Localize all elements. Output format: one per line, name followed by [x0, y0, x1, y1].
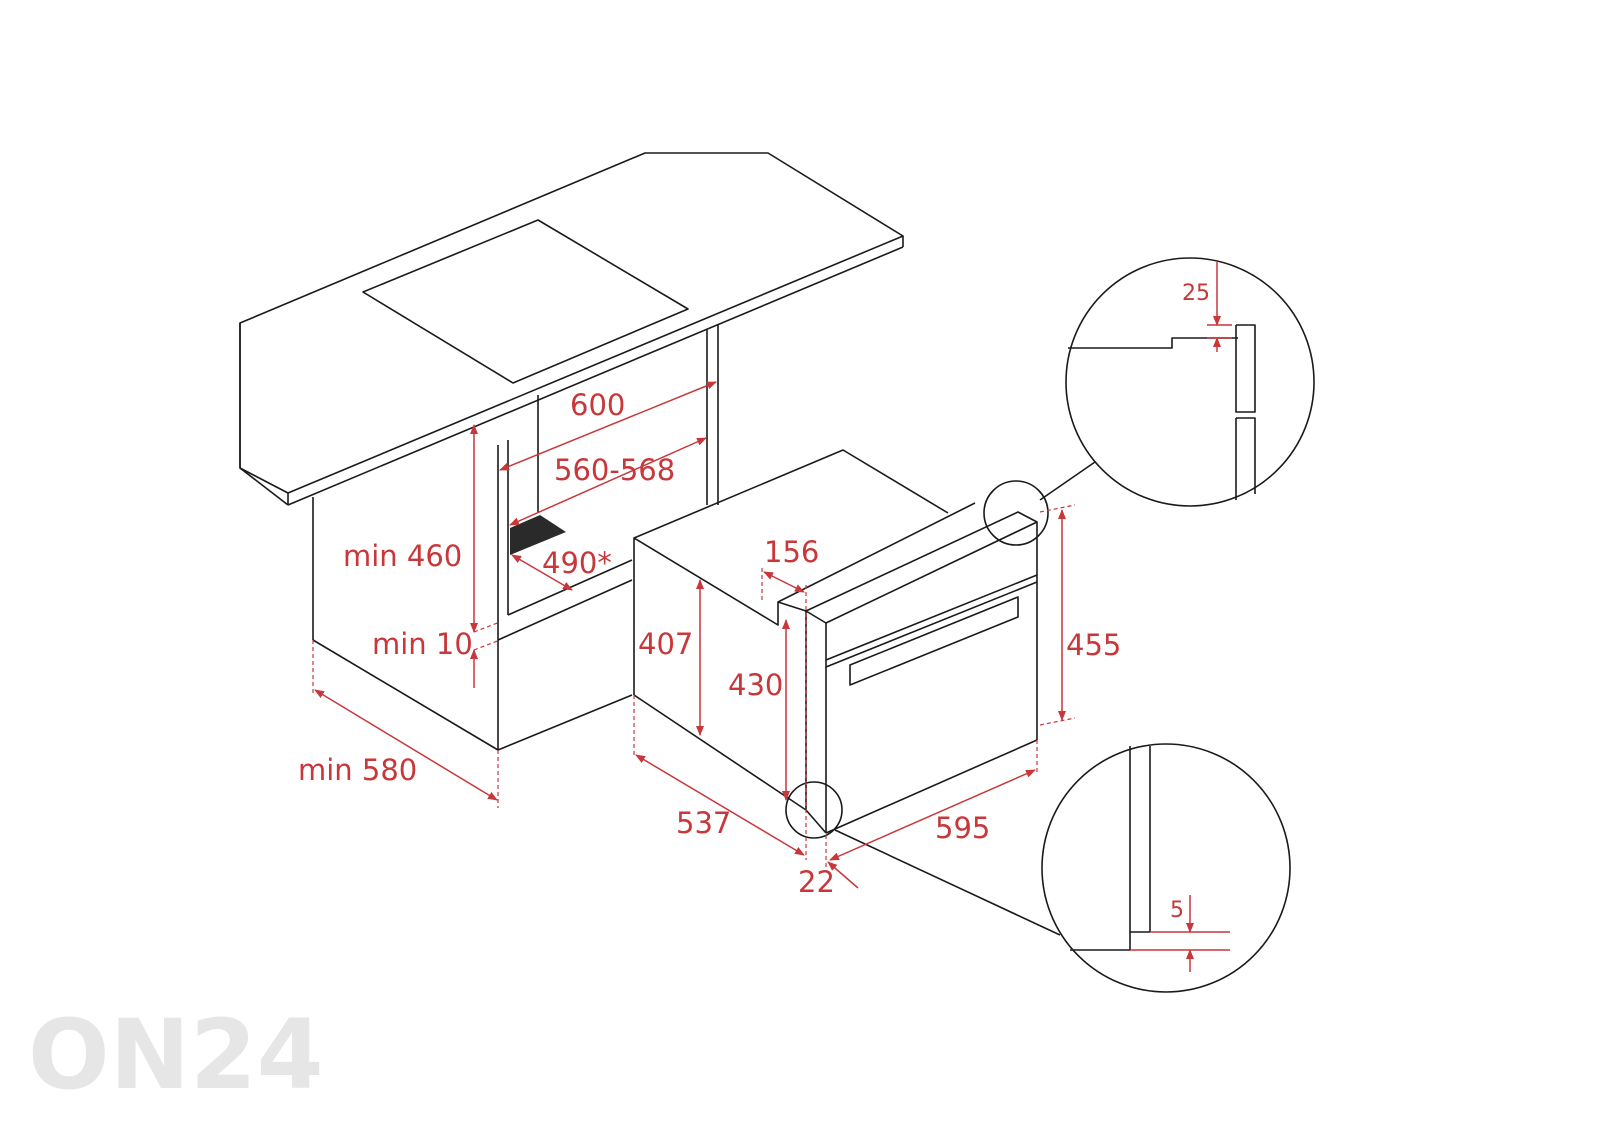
label-body-depth: 537 [676, 806, 731, 840]
detail-callouts [785, 257, 1315, 993]
detail-circle-bottom [1041, 743, 1291, 993]
label-body-height-rear: 407 [638, 627, 693, 661]
detail-circle-top [1065, 257, 1315, 507]
label-front-depth: 22 [798, 865, 835, 899]
label-gap: min 10 [372, 627, 473, 661]
cabinet [312, 325, 719, 751]
countertop [239, 152, 904, 506]
label-niche-depth: 490* [542, 546, 612, 580]
oven [633, 449, 1038, 834]
dimension-lines [312, 262, 1232, 972]
label-body-step: 156 [764, 535, 819, 569]
label-detail-top: 25 [1182, 281, 1210, 306]
label-niche-height: min 460 [343, 539, 462, 573]
label-front-width: 595 [935, 811, 990, 845]
hob [362, 219, 689, 384]
detail-marker-top [983, 480, 1049, 546]
label-niche-inner-width: 560-568 [554, 453, 675, 487]
oven-handle [849, 596, 1019, 686]
label-cabinet-depth: min 580 [298, 753, 417, 787]
label-front-height: 455 [1066, 628, 1121, 662]
label-detail-bottom: 5 [1170, 898, 1184, 923]
dimension-labels: 600 560-568 490* min 460 min 10 min 580 … [298, 281, 1210, 923]
label-niche-width: 600 [570, 388, 625, 422]
watermark-logo: ON24 [28, 999, 324, 1111]
detail-marker-bottom [785, 781, 843, 839]
label-body-height: 430 [728, 668, 783, 702]
